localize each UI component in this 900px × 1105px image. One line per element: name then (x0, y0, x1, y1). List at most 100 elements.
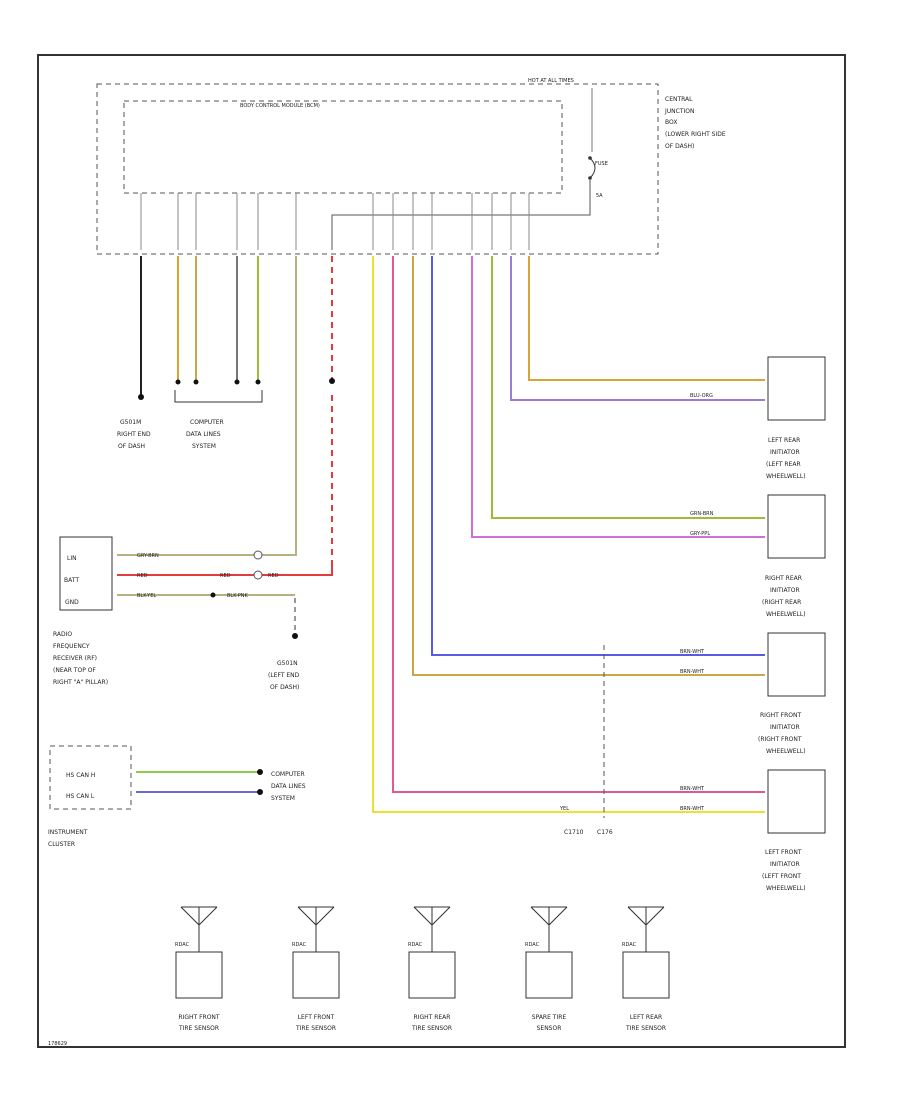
sensor-tag: RDAC (175, 942, 190, 948)
svg-text:RIGHT FRONT: RIGHT FRONT (760, 712, 802, 719)
diagram-frame (37, 54, 846, 1048)
svg-text:(RIGHT REAR: (RIGHT REAR (762, 599, 801, 606)
initiator-wires (372, 256, 765, 813)
computer-data-lines-label: COMPUTER DATA LINES SYSTEM (186, 419, 224, 450)
svg-text:(LEFT END: (LEFT END (268, 672, 300, 679)
svg-text:FREQUENCY: FREQUENCY (53, 643, 90, 650)
sensor-label-line: SENSOR (537, 1025, 562, 1032)
wire-red-1: RED (220, 573, 231, 579)
sensor-label-line: LEFT FRONT (298, 1014, 335, 1021)
rf-wire-color-3: BLK-YEL (137, 593, 156, 599)
svg-text:OF DASH): OF DASH) (665, 143, 694, 150)
svg-text:WHEELWELL): WHEELWELL) (766, 473, 806, 480)
sensor-label-line: SPARE TIRE (532, 1014, 567, 1021)
sensor-tag: RDAC (292, 942, 307, 948)
svg-text:OF DASH: OF DASH (118, 443, 145, 450)
svg-text:INSTRUMENT: INSTRUMENT (48, 829, 88, 836)
rf-receiver-label: RADIO FREQUENCY RECEIVER (RF) (NEAR TOP … (53, 631, 108, 686)
svg-text:SYSTEM: SYSTEM (271, 795, 295, 802)
hot-at-all-times: HOT AT ALL TIMES (528, 78, 574, 84)
sensor-label-line: TIRE SENSOR (411, 1025, 452, 1032)
svg-text:DATA LINES: DATA LINES (186, 431, 221, 438)
svg-text:INITIATOR: INITIATOR (770, 861, 800, 868)
svg-text:COMPUTER: COMPUTER (190, 419, 224, 426)
rf-wires (117, 545, 333, 639)
svg-text:G501N: G501N (277, 660, 298, 667)
instrument-cluster-label: INSTRUMENT CLUSTER (48, 829, 88, 848)
instrument-cluster-box (49, 745, 132, 810)
wire-gry-ppl: GRY-PPL (690, 531, 710, 537)
sensor-tag: RDAC (408, 942, 423, 948)
svg-text:OF DASH): OF DASH) (270, 684, 299, 691)
svg-text:DATA LINES: DATA LINES (271, 783, 306, 790)
sensor-label-line: TIRE SENSOR (625, 1025, 666, 1032)
ic-pin-hs-can-l: HS CAN L (66, 793, 95, 800)
bcm-label: BODY CONTROL MODULE (BCM) (240, 103, 320, 109)
fuse-amp: 5A (596, 193, 603, 199)
tire-sensor-box (408, 951, 456, 999)
wire-brn-wht-2: BRN-WHT (680, 669, 705, 675)
svg-text:WHEELWELL): WHEELWELL) (766, 885, 806, 892)
wire-blk-pnk: BLK-PNK (227, 593, 249, 599)
svg-text:COMPUTER: COMPUTER (271, 771, 305, 778)
rf-receiver-box (59, 536, 113, 611)
wire-yel: YEL (559, 806, 569, 812)
svg-text:G501M: G501M (120, 419, 141, 426)
ground-g501m-label: G501M RIGHT END OF DASH (117, 419, 151, 450)
wire-brn-wht-1: BRN-WHT (680, 649, 705, 655)
svg-text:RADIO: RADIO (53, 631, 72, 638)
svg-text:LEFT FRONT: LEFT FRONT (765, 849, 802, 856)
svg-text:WHEELWELL): WHEELWELL) (766, 611, 806, 618)
svg-text:INITIATOR: INITIATOR (770, 724, 800, 731)
svg-text:BOX: BOX (665, 119, 677, 126)
sensor-label-line: TIRE SENSOR (178, 1025, 219, 1032)
tire-sensor-box (175, 951, 223, 999)
svg-text:(LOWER RIGHT SIDE: (LOWER RIGHT SIDE (665, 131, 726, 138)
wire-blu-org: BLU-ORG (690, 393, 713, 399)
wire-brn-wht-4: BRN-WHT (680, 806, 705, 812)
svg-text:JUNCTION: JUNCTION (664, 108, 694, 115)
fuse-label: FUSE (595, 161, 608, 167)
svg-text:RIGHT END: RIGHT END (117, 431, 151, 438)
ground-point (138, 394, 144, 400)
tire-sensor-spare: RDAC SPARE TIRE SENSOR (525, 906, 573, 1032)
sensor-tag: RDAC (525, 942, 540, 948)
svg-text:LEFT REAR: LEFT REAR (768, 437, 800, 444)
body-control-module (123, 100, 563, 194)
sensor-label-line: RIGHT REAR (414, 1014, 451, 1021)
rf-pin-lin: LIN (67, 555, 77, 562)
bcm-harness (140, 256, 333, 575)
svg-text:RIGHT "A" PILLAR): RIGHT "A" PILLAR) (53, 679, 108, 686)
lr-initiator-box (767, 356, 826, 421)
ic-pin-hs-can-h: HS CAN H (66, 772, 95, 779)
rf-initiator-label: RIGHT FRONT INITIATOR (RIGHT FRONT WHEEL… (758, 712, 806, 755)
rf-initiator-box (767, 632, 826, 697)
connector-c176-label: C176 (597, 829, 613, 836)
rr-initiator-box (767, 494, 826, 559)
computer-data-lines-label-2: COMPUTER DATA LINES SYSTEM (271, 771, 306, 802)
rr-initiator-label: RIGHT REAR INITIATOR (RIGHT REAR WHEELWE… (762, 575, 806, 618)
svg-text:(LEFT FRONT: (LEFT FRONT (762, 873, 801, 880)
cjb-label: CENTRAL JUNCTION BOX (LOWER RIGHT SIDE O… (664, 96, 726, 150)
rf-wire-color-2: RED (137, 573, 148, 579)
svg-text:RIGHT REAR: RIGHT REAR (765, 575, 802, 582)
lf-initiator-label: LEFT FRONT INITIATOR (LEFT FRONT WHEELWE… (762, 849, 806, 892)
bcm-pin-lines (140, 193, 530, 250)
sensor-label-line: TIRE SENSOR (295, 1025, 336, 1032)
tire-sensor-box (292, 951, 340, 999)
svg-text:(RIGHT FRONT: (RIGHT FRONT (758, 736, 802, 743)
svg-text:WHEELWELL): WHEELWELL) (766, 748, 806, 755)
tire-sensor-right-rear: RDAC RIGHT REAR TIRE SENSOR (408, 906, 456, 1032)
connector-c1710-label: C1710 (564, 829, 584, 836)
svg-text:RECEIVER (RF): RECEIVER (RF) (53, 655, 97, 662)
wire-red-2: RED (268, 573, 279, 579)
ground-g501n-label: G501N (LEFT END OF DASH) (268, 660, 300, 691)
svg-text:CLUSTER: CLUSTER (48, 841, 75, 848)
tire-sensor-box (622, 951, 670, 999)
wire-brn-wht-3: BRN-WHT (680, 786, 705, 792)
tire-sensor-left-front: RDAC LEFT FRONT TIRE SENSOR (292, 906, 340, 1032)
sensor-tag: RDAC (622, 942, 637, 948)
